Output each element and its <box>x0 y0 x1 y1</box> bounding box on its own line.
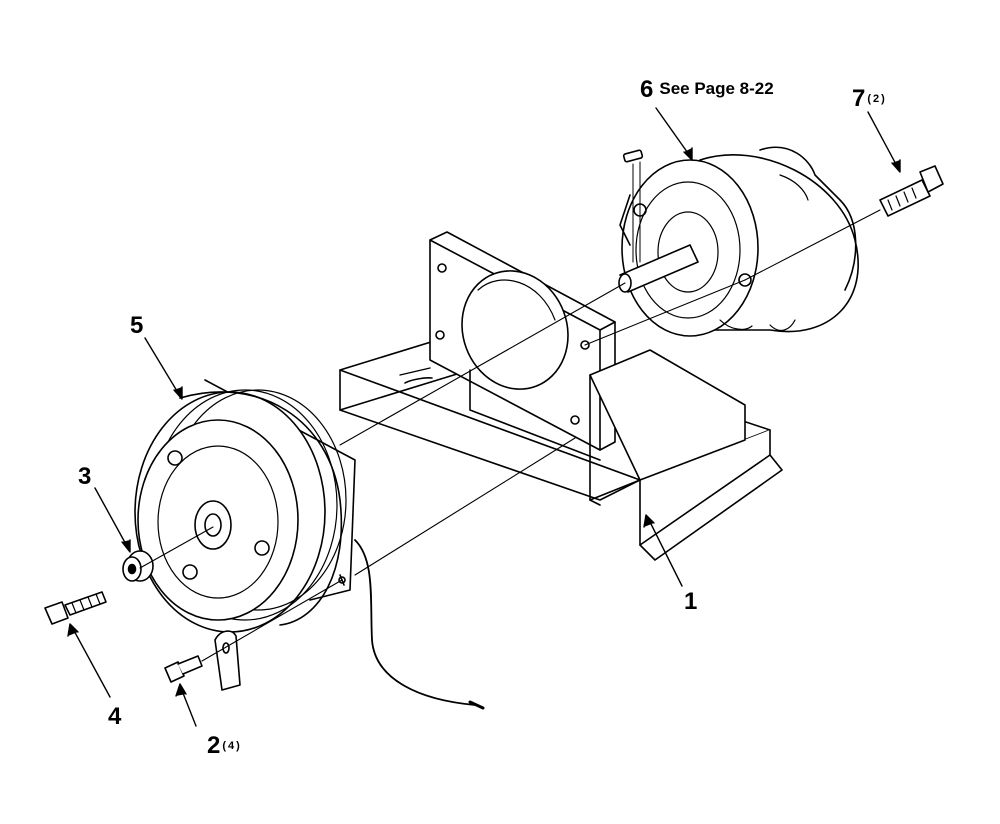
callout-7-quantity: (2) <box>867 93 887 105</box>
cap-screw <box>879 165 944 217</box>
callout-3-number: 3 <box>78 463 92 490</box>
assembly-lines <box>139 209 881 662</box>
callout-1: 1 <box>684 590 697 614</box>
clutch-assembly <box>134 379 485 710</box>
washer <box>122 550 154 582</box>
screw-and-clip <box>164 630 241 691</box>
leader-arrows <box>67 107 901 727</box>
callout-2-quantity: (4) <box>222 740 242 752</box>
callout-1-number: 1 <box>684 588 698 615</box>
callout-2-number: 2 <box>207 732 221 759</box>
callout-6: 6 See Page 8-22 <box>640 78 774 102</box>
callout-6-number: 6 <box>640 76 654 103</box>
callout-7: 7(2) <box>852 87 887 111</box>
callout-6-reference-note: See Page 8-22 <box>659 79 774 98</box>
callout-3: 3 <box>78 465 91 489</box>
callout-4-number: 4 <box>108 703 122 730</box>
callout-5-number: 5 <box>130 312 144 339</box>
bolt <box>44 591 107 625</box>
callout-4: 4 <box>108 705 121 729</box>
callout-7-number: 7 <box>852 85 866 112</box>
callout-2: 2(4) <box>207 734 242 758</box>
callout-5: 5 <box>130 314 143 338</box>
hydraulic-pump <box>618 146 859 337</box>
